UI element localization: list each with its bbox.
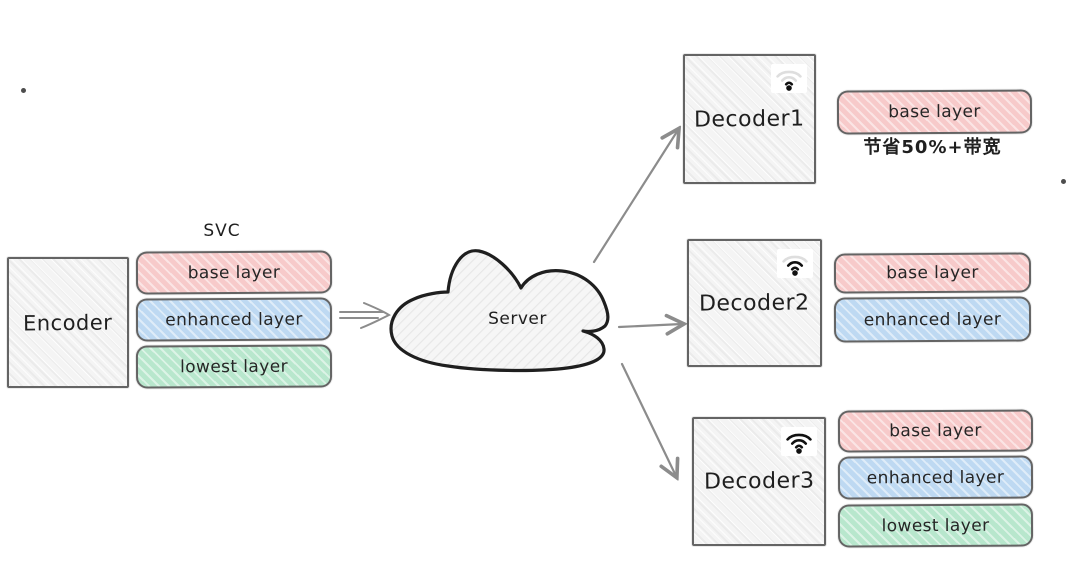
server-label: Server <box>488 309 547 329</box>
wifi-strong-icon <box>781 427 817 456</box>
decoder3-base-layer-label: base layer <box>889 420 982 442</box>
decoder2-base-layer-label: base layer <box>886 262 979 284</box>
wifi-weak-icon <box>771 64 807 93</box>
arrow-server-to-decoder1 <box>592 130 678 264</box>
svc-base-layer-label: base layer <box>187 262 281 283</box>
decoder3-lowest-layer-label: lowest layer <box>881 515 990 536</box>
decoder2-node: Decoder2 <box>687 239 822 367</box>
svc-enhanced-layer-pill: enhanced layer <box>135 297 333 342</box>
svc-base-layer-pill: base layer <box>135 250 333 295</box>
decoder2-enhanced-layer-pill: enhanced layer <box>833 296 1032 343</box>
decoder3-enhanced-layer-pill: enhanced layer <box>837 455 1034 500</box>
decoder3-label: Decoder3 <box>703 468 815 495</box>
decoder1-label: Decoder1 <box>694 105 805 133</box>
decoder3-enhanced-layer-label: enhanced layer <box>866 467 1005 488</box>
svc-lowest-layer-pill: lowest layer <box>135 344 333 389</box>
stray-dot-right <box>1061 179 1066 184</box>
encoder-label: Encoder <box>23 310 113 335</box>
svc-title: SVC <box>203 221 241 241</box>
arrow-server-to-decoder3 <box>620 362 676 476</box>
encoder-node: Encoder <box>7 257 129 388</box>
decoder2-label: Decoder2 <box>699 289 810 317</box>
decoder2-base-layer-pill: base layer <box>833 252 1032 294</box>
decoder2-enhanced-layer-label: enhanced layer <box>863 309 1002 330</box>
decoder3-base-layer-pill: base layer <box>837 409 1034 453</box>
decoder1-node: Decoder1 <box>683 54 816 184</box>
arrow-server-to-decoder2 <box>617 324 682 327</box>
wifi-medium-icon <box>777 249 813 278</box>
stray-dot-left <box>21 88 26 93</box>
svc-enhanced-layer-label: enhanced layer <box>165 309 303 330</box>
decoder3-node: Decoder3 <box>692 417 826 546</box>
decoder1-base-layer-label: base layer <box>888 101 981 123</box>
arrow-encoder-to-server <box>339 302 391 329</box>
decoder3-lowest-layer-pill: lowest layer <box>837 503 1034 548</box>
decoder1-base-layer-pill: base layer <box>836 89 1033 135</box>
bandwidth-saving-note: 节省50%+带宽 <box>863 137 1002 158</box>
svc-lowest-layer-label: lowest layer <box>180 356 288 377</box>
